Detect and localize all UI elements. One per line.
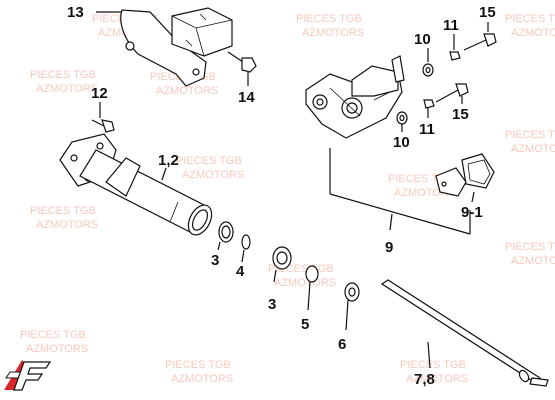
washer-part-10a <box>422 63 434 77</box>
svg-text:PIECES TGB: PIECES TGB <box>20 329 86 341</box>
svg-text:AZMOTORS: AZMOTORS <box>302 27 364 39</box>
watermark: PIECES TGB AZMOTORS <box>165 359 233 385</box>
callout-9-1: 9-1 <box>461 204 483 221</box>
brake-pads-part-9-1 <box>435 153 495 197</box>
svg-text:AZMOTORS: AZMOTORS <box>406 373 468 385</box>
logo-icon: F <box>4 360 52 391</box>
long-shaft-part-7-8 <box>380 279 549 387</box>
callout-10b: 10 <box>393 134 410 151</box>
watermark: PIECES TGB AZMOTORS <box>505 241 555 267</box>
watermark: PIECES TGB AZMOTORS <box>400 359 468 385</box>
nut-part-11a <box>449 51 461 61</box>
svg-text:AZMOTORS: AZMOTORS <box>182 169 244 181</box>
callout-14: 14 <box>238 89 255 106</box>
svg-text:PIECES TGB: PIECES TGB <box>505 129 555 141</box>
bracket-part-13 <box>120 7 233 87</box>
callout-11b: 11 <box>419 121 435 138</box>
washer-part-10b <box>396 111 408 125</box>
bearing-part-3a <box>218 221 234 243</box>
callout-1-2: 1,2 <box>158 152 179 169</box>
watermark: PIECES TGB AZMOTORS <box>20 329 88 355</box>
bearing-part-3b <box>272 246 292 270</box>
svg-text:PIECES TGB: PIECES TGB <box>505 13 555 25</box>
callout-4: 4 <box>236 263 245 280</box>
svg-text:PIECES TGB: PIECES TGB <box>176 155 242 167</box>
watermark: PIECES TGB AZMOTORS <box>176 155 244 181</box>
svg-text:AZMOTORS: AZMOTORS <box>511 143 555 155</box>
svg-text:PIECES TGB: PIECES TGB <box>296 13 362 25</box>
bolt-part-12 <box>91 119 115 133</box>
svg-text:AZMOTORS: AZMOTORS <box>26 343 88 355</box>
watermark-layer: PIECES TGB AZMOTORS PIECES TGB AZMOTORS PI… <box>20 13 555 385</box>
caliper-part-9 <box>305 55 405 139</box>
callout-3b: 3 <box>268 296 276 313</box>
bolt-part-15b <box>435 83 469 103</box>
bolt-part-15a <box>463 33 497 51</box>
leader-9 <box>389 213 393 231</box>
leader-5 <box>307 281 311 311</box>
leader-3a <box>217 241 221 251</box>
svg-text:PIECES TGB: PIECES TGB <box>30 205 96 217</box>
callout-5: 5 <box>301 316 309 333</box>
watermark: PIECES TGB AZMOTORS <box>30 205 98 231</box>
callout-9: 9 <box>385 239 393 256</box>
callout-7-8: 7,8 <box>414 371 435 388</box>
callout-3a: 3 <box>211 252 219 269</box>
svg-text:PIECES TGB: PIECES TGB <box>505 241 555 253</box>
svg-text:AZMOTORS: AZMOTORS <box>171 373 233 385</box>
svg-text:AZMOTORS: AZMOTORS <box>511 255 555 267</box>
svg-text:AZMOTORS: AZMOTORS <box>274 277 336 289</box>
svg-text:AZMOTORS: AZMOTORS <box>156 85 218 97</box>
watermark: PIECES TGB AZMOTORS <box>296 13 364 39</box>
leader-6 <box>345 299 349 331</box>
watermark: PIECES TGB AZMOTORS <box>505 13 555 39</box>
callout-11a: 11 <box>443 17 459 34</box>
callout-15a: 15 <box>479 4 496 21</box>
watermark: PIECES TGB AZMOTORS <box>30 69 98 95</box>
callout-12: 12 <box>91 85 108 102</box>
callout-6: 6 <box>338 336 346 353</box>
leader-9-1 <box>471 191 475 203</box>
svg-text:AZMOTORS: AZMOTORS <box>36 83 98 95</box>
bracket-9-bottom <box>329 193 471 235</box>
seal-part-4 <box>241 234 251 250</box>
watermark: PIECES TGB AZMOTORS <box>505 129 555 155</box>
svg-text:AZMOTORS: AZMOTORS <box>511 27 555 39</box>
leader-1-2 <box>161 167 167 181</box>
bolt-part-14 <box>227 51 257 73</box>
callout-15b: 15 <box>452 106 469 123</box>
callout-10a: 10 <box>414 31 431 48</box>
o-ring-part-5 <box>305 265 319 283</box>
callout-13: 13 <box>67 4 84 21</box>
svg-text:PIECES TGB: PIECES TGB <box>400 359 466 371</box>
washer-part-6 <box>344 282 360 302</box>
leader-4 <box>241 249 245 263</box>
leader-3b <box>273 269 277 283</box>
shaft-housing-part-1-2 <box>59 133 213 236</box>
svg-text:PIECES TGB: PIECES TGB <box>165 359 231 371</box>
nut-part-11b <box>423 99 435 109</box>
svg-text:AZMOTORS: AZMOTORS <box>36 219 98 231</box>
svg-text:PIECES TGB: PIECES TGB <box>30 69 96 81</box>
leader-7-8 <box>427 341 431 369</box>
